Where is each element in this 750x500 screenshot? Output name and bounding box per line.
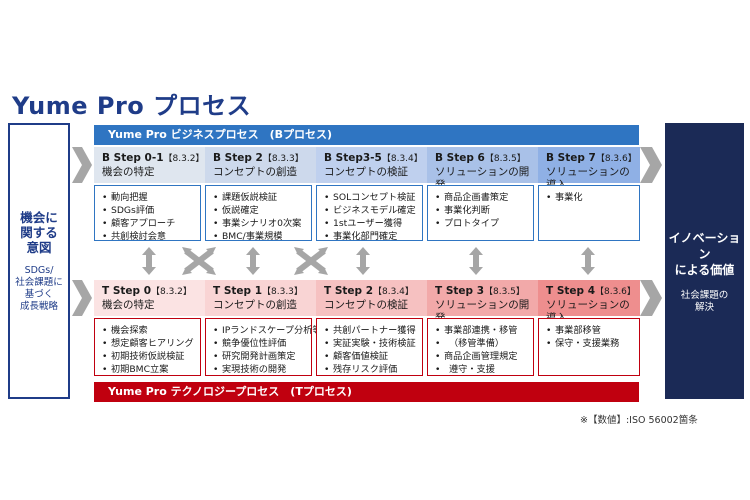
list-item: 実現技術の開発 [213, 363, 307, 376]
page-title: Yume Pro プロセス [12, 92, 252, 120]
t-step-header: T Step 4【8.3.6】 ソリューションの導入 [538, 280, 640, 324]
t-process-banner: Yume Pro テクノロジープロセス (Tプロセス) [94, 382, 639, 402]
list-item: 動向把握 [102, 191, 196, 204]
b-process-banner: Yume Pro ビジネスプロセス (Bプロセス) [94, 125, 639, 145]
list-item: 課題仮説検証 [213, 191, 307, 204]
link-arrow-4 [469, 247, 483, 275]
b-step-items: 事業化 [538, 185, 640, 241]
list-item: 仮説確定 [213, 204, 307, 217]
b-row-start-arrow [72, 147, 92, 183]
t-step-items: IPランドスケープ分析等 競争優位性評価 研究開発計画策定 実現技術の開発 [205, 318, 322, 376]
innovation-value-subtitle: 社会課題の 解決 [680, 290, 729, 313]
list-item: 商品企画管理規定 [435, 350, 529, 363]
list-item: IPランドスケープ分析等 [213, 324, 322, 337]
t-row-end-arrow [640, 280, 662, 316]
b-step-items: 課題仮説検証 仮説確定 事業シナリオ0次案 BMC/事業規模 [205, 185, 312, 243]
link-arrow-3 [356, 247, 370, 275]
list-item: 研究開発計画策定 [213, 350, 307, 363]
link-arrow-5 [581, 247, 595, 275]
list-item: 顧客価値検証 [324, 350, 418, 363]
innovation-value-title: イノベーション による価値 [668, 231, 741, 277]
list-item: 共創パートナー獲得 [324, 324, 418, 337]
list-item: 事業化 [546, 191, 635, 204]
iso-footnote: ※【数値】:ISO 56002箇条 [580, 415, 698, 426]
b-step-items: 動向把握 SDGs評価 顧客アプローチ 共創検討会意 [94, 185, 201, 243]
list-item: 事業化部門確定 [324, 230, 418, 243]
list-item: 競争優位性評価 [213, 337, 307, 350]
b-step-items: SOLコンセプト検証 ビジネスモデル確定 1stユーザー獲得 事業化部門確定 [316, 185, 423, 243]
t-step-items: 事業部連携・移管 （移管準備） 商品企画管理規定 遵守・支援 [427, 318, 534, 376]
b-row-end-arrow [640, 147, 662, 183]
b-step-header: B Step 0-1【8.3.2】 機会の特定 [94, 147, 205, 183]
list-item: 初期BMC立案 [102, 363, 196, 376]
b-step-header: B Step 7【8.3.6】 ソリューションの導入 [538, 147, 640, 191]
t-step-items: 機会探索 想定顧客ヒアリング 初期技術仮説検証 初期BMC立案 [94, 318, 201, 376]
list-item: 想定顧客ヒアリング [102, 337, 196, 350]
vertical-link-arrows [142, 247, 595, 275]
innovation-value-box: イノベーション による価値 社会課題の 解決 [665, 123, 744, 399]
link-arrow-1 [142, 247, 156, 275]
cross-arrow-heads [182, 247, 328, 275]
list-item: 事業部移管 [546, 324, 635, 337]
list-item: 事業化判断 [435, 204, 529, 217]
link-arrow-2 [246, 247, 260, 275]
list-item: 事業シナリオ0次案 [213, 217, 307, 230]
list-item: 初期技術仮説検証 [102, 350, 196, 363]
t-step-header: T Step 3【8.3.5】 ソリューションの開発 [427, 280, 538, 324]
opportunity-intent-title: 機会に 関する 意図 [20, 210, 58, 255]
t-step-items: 共創パートナー獲得 実証実験・技術検証 顧客価値検証 残存リスク評価 [316, 318, 423, 376]
t-step-header: T Step 2【8.3.4】 コンセプトの検証 [316, 280, 427, 316]
list-item: 商品企画書策定 [435, 191, 529, 204]
list-item: 共創検討会意 [102, 230, 196, 243]
cross-arrows [184, 248, 326, 274]
list-item: 保守・支援業務 [546, 337, 635, 350]
list-item: ビジネスモデル確定 [324, 204, 418, 217]
list-item: プロトタイプ [435, 217, 529, 230]
opportunity-intent-box: 機会に 関する 意図 SDGs/ 社会課題に 基づく 成長戦略 [8, 123, 70, 399]
list-item: BMC/事業規模 [213, 230, 307, 243]
list-item: 残存リスク評価 [324, 363, 418, 376]
t-step-header: T Step 1【8.3.3】 コンセプトの創造 [205, 280, 316, 316]
list-item: 機会探索 [102, 324, 196, 337]
b-step-header: B Step3-5【8.3.4】 コンセプトの検証 [316, 147, 427, 183]
list-item: SOLコンセプト検証 [324, 191, 418, 204]
t-step-header: T Step 0【8.3.2】 機会の特定 [94, 280, 205, 316]
list-item: （移管準備） [435, 337, 529, 350]
t-step-items: 事業部移管 保守・支援業務 [538, 318, 640, 376]
b-step-header: B Step 6【8.3.5】 ソリューションの開発 [427, 147, 538, 191]
b-step-header: B Step 2【8.3.3】 コンセプトの創造 [205, 147, 316, 183]
list-item: SDGs評価 [102, 204, 196, 217]
t-row-start-arrow [72, 280, 92, 316]
list-item: 事業部連携・移管 [435, 324, 529, 337]
list-item: 顧客アプローチ [102, 217, 196, 230]
b-step-items: 商品企画書策定 事業化判断 プロトタイプ [427, 185, 534, 241]
opportunity-intent-subtitle: SDGs/ 社会課題に 基づく 成長戦略 [15, 265, 63, 312]
list-item: 遵守・支援 [435, 363, 529, 376]
list-item: 実証実験・技術検証 [324, 337, 418, 350]
list-item: 1stユーザー獲得 [324, 217, 418, 230]
